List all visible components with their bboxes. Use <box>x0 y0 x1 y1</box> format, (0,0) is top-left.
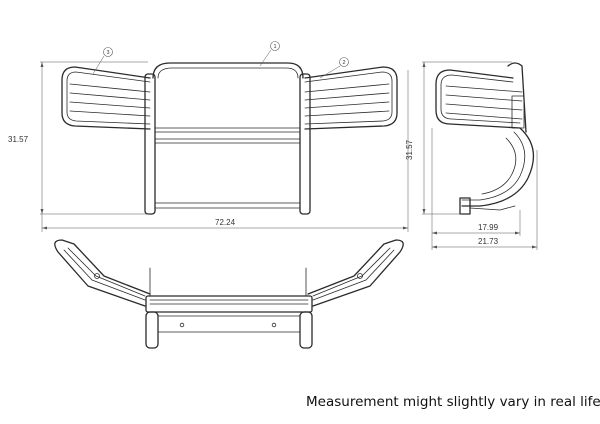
callout-1 <box>259 41 280 67</box>
side-height-dimension <box>422 61 512 215</box>
side-view <box>435 62 535 215</box>
caption-text: Measurement might slightly vary in real … <box>306 394 600 410</box>
top-inner-bars <box>157 315 301 333</box>
front-width-label: 72.24 <box>215 218 236 227</box>
top-center-crossbar-detail <box>149 299 309 305</box>
top-left-arm-tubes <box>63 247 146 301</box>
top-bolt-right <box>271 322 277 328</box>
callout-2-number: 2 <box>343 60 346 66</box>
side-wing-outer <box>435 69 521 129</box>
side-height-label: 31.57 <box>405 139 414 160</box>
side-wing-bars <box>445 85 523 120</box>
side-mount-plate <box>511 95 525 129</box>
side-lower-brace-detail <box>481 137 517 195</box>
front-right-wing-outer <box>304 66 398 130</box>
front-upper-crossbar <box>154 127 301 133</box>
side-upright-top <box>507 62 527 133</box>
front-right-wing-inner <box>304 71 393 125</box>
front-right-wing-bars <box>304 83 390 117</box>
side-depth-dimensions <box>431 128 538 250</box>
side-inner-depth-label: 17.99 <box>478 223 499 232</box>
callout-3 <box>92 47 113 75</box>
top-right-arm-tubes <box>312 247 395 301</box>
top-view <box>54 239 404 349</box>
side-base-plate <box>459 197 471 215</box>
callout-2 <box>319 57 349 79</box>
top-left-mount-point <box>94 273 100 279</box>
side-total-depth-label: 21.73 <box>478 237 499 246</box>
top-right-mount-point <box>357 273 363 279</box>
callout-1-number: 1 <box>274 44 277 50</box>
top-left-arm-outer <box>54 239 151 307</box>
side-wing-inner <box>440 74 521 124</box>
front-left-upright <box>144 73 156 215</box>
front-height-label: 31.57 <box>8 135 29 144</box>
top-left-post <box>145 311 159 349</box>
front-top-hoop-inner <box>157 67 299 79</box>
front-lower-crossbar <box>154 202 301 209</box>
front-left-wing-bars <box>69 83 151 117</box>
front-mid-crossbar <box>154 138 301 144</box>
top-bolt-left <box>179 322 185 328</box>
front-width-dimension <box>41 70 409 232</box>
front-top-hoop <box>152 62 304 79</box>
side-lower-brace-outer <box>461 127 535 207</box>
top-mount-stems <box>149 267 307 297</box>
side-lower-brace-inner <box>461 131 526 201</box>
top-center-crossbar <box>145 295 313 313</box>
front-left-wing-inner <box>66 71 151 125</box>
callout-3-number: 3 <box>107 50 110 56</box>
front-height-dimension <box>40 61 148 215</box>
front-left-wing-outer <box>61 66 151 130</box>
front-right-upright <box>299 73 311 215</box>
side-base-arm <box>469 205 516 211</box>
front-view <box>61 62 398 215</box>
top-right-arm-outer <box>307 239 404 307</box>
top-right-post <box>299 311 313 349</box>
